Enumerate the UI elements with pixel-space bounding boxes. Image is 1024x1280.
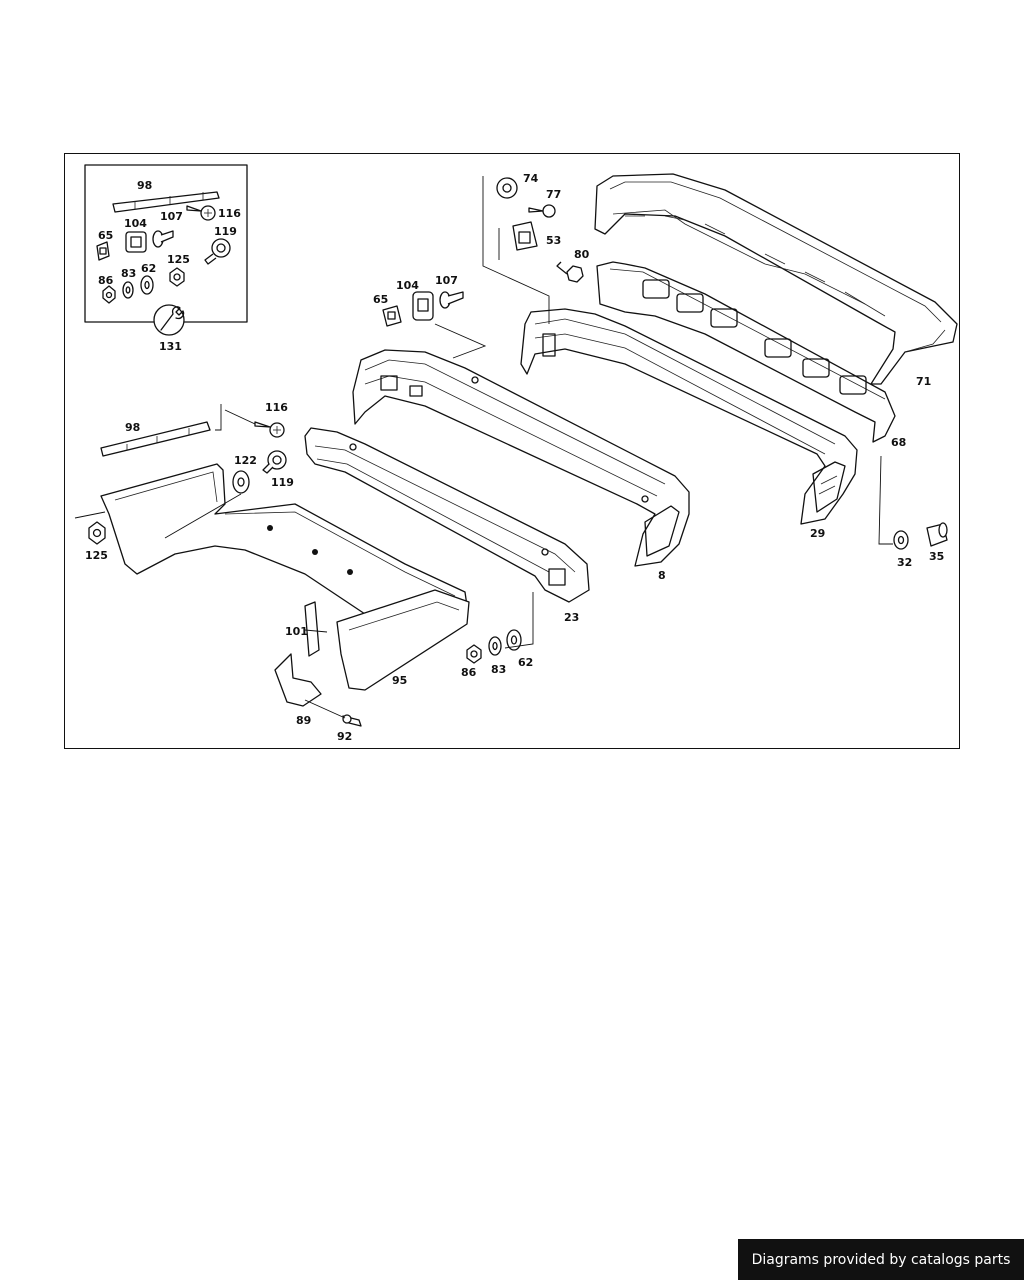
bumper-shell-29 [520,308,858,525]
part-label: 83 [491,663,506,676]
part-label: 98 [125,421,140,434]
bolt-119 [262,450,287,474]
part-label: 62 [141,262,156,275]
bumper-assembly-8 [352,349,690,567]
part-label: 116 [218,207,241,220]
part-label: 68 [891,436,906,449]
part-label: 65 [373,293,388,306]
washer-83-inset [122,281,134,299]
part-label: 77 [546,188,561,201]
screw-116 [254,421,285,438]
pin-107 [439,291,464,309]
trim-strip-98 [100,421,211,457]
part-label: 83 [121,267,136,280]
grommet-104 [412,291,434,321]
part-label: 104 [396,279,419,292]
part-label: 71 [916,375,931,388]
clip-65 [382,305,402,327]
washer-62-inset [140,275,154,295]
washer-122 [232,470,250,494]
bracket-23 [304,427,590,603]
wrench-icon [153,304,185,336]
nut-125 [88,521,106,545]
nut-86-inset [102,285,116,304]
screw-116-inset [186,205,216,221]
diagram-credit-badge: Diagrams provided by catalogs parts [738,1239,1024,1280]
part-label: 53 [546,234,561,247]
part-label: 86 [461,666,477,679]
bolt-80 [556,261,584,283]
trim-strip-98-inset [112,191,220,213]
bumper-support-68 [596,261,896,443]
part-label: 107 [435,274,458,287]
part-label: 35 [929,550,944,563]
part-label: 101 [285,625,308,638]
grommet-104-inset [125,231,147,253]
part-label: 89 [296,714,311,727]
pin-107-inset [152,230,174,248]
part-label: 122 [234,454,257,467]
part-label: 104 [124,217,147,230]
part-label: 80 [574,248,590,261]
part-label: 107 [160,210,183,223]
nut-74 [496,177,518,199]
clip-65-inset [96,241,110,261]
part-label: 119 [271,476,294,489]
bolt-92 [342,714,362,727]
part-label: 119 [214,225,237,238]
nut-86 [466,644,482,664]
washer-83 [488,636,502,656]
part-label: 23 [564,611,579,624]
clip-nut-53 [512,221,538,251]
part-label: 29 [810,527,825,540]
part-label: 74 [523,172,539,185]
flap-89 [274,653,322,707]
parts-diagram-frame: 98 104 107 116 65 119 125 86 83 62 131 7… [64,153,960,749]
part-label: 95 [392,674,407,687]
nut-125-inset [169,267,185,287]
part-label: 62 [518,656,533,669]
plug-35 [926,522,948,547]
part-labels: 98 104 107 116 65 119 125 86 83 62 131 7… [85,172,944,743]
side-panel-95 [336,589,470,691]
strip-101 [304,601,320,657]
part-label: 86 [98,274,114,287]
part-label: 32 [897,556,912,569]
washer-32 [893,530,909,550]
part-label: 65 [98,229,113,242]
part-label: 8 [658,569,666,582]
screw-77 [528,204,556,218]
bumper-exploded-view: 98 104 107 116 65 119 125 86 83 62 131 7… [74,164,958,743]
bumper-cover-71 [594,173,958,385]
part-label: 125 [85,549,108,562]
part-label: 131 [159,340,182,353]
bolt-119-inset [204,238,231,265]
washer-62 [506,629,522,651]
part-label: 98 [137,179,152,192]
part-label: 92 [337,730,352,743]
part-label: 125 [167,253,190,266]
leader-lines [74,176,893,719]
part-label: 116 [265,401,288,414]
